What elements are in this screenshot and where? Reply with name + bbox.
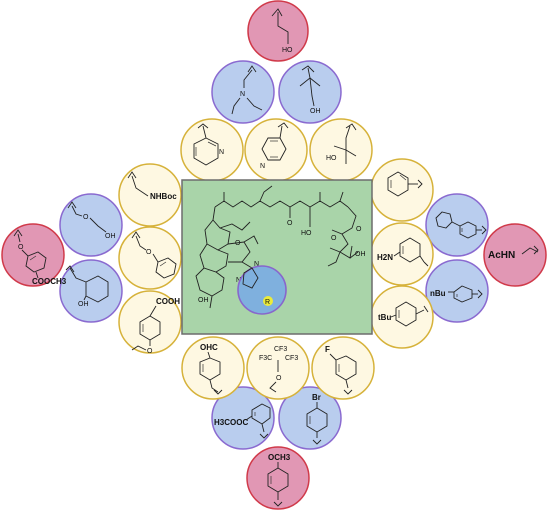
top-hydroxypropyl-label: HO [282,47,293,54]
sub-tert-butylphenyl: tBu [378,301,429,327]
sub-bromophenyl: Br [306,393,328,445]
acetamido-label: AcHN [488,250,515,261]
circle-top-hydroxypropyl [247,0,309,62]
sub-hydroxy-dimethyl: OH [299,65,321,115]
core-r-ring [237,265,287,315]
core-acid-oh: OH [355,251,366,258]
circle-pyridin-2-yl [180,118,244,182]
circle-diethylaminoethyl [211,60,275,124]
core-ring-o: O [331,235,337,242]
circle-hydroxyethoxy [59,193,123,257]
core-triazole-n3: N [236,277,241,284]
phenoxy-o: O [146,249,152,256]
circle-fluorophenyl [311,336,375,400]
methoxyphenyl-label: OCH3 [268,453,291,462]
bromophenyl-label: Br [312,393,321,402]
circle-methyl-ester-phenyl [211,386,275,450]
nhboc-label: NHBoc [150,192,177,201]
circle-formylbenzyl [181,336,245,400]
pyridin-3-yl-label: N [260,163,265,170]
blue-circle-group [59,60,489,450]
circle-carboxyphenoxy [118,290,182,354]
sub-perfluoro-tert-butoxy: F3C CF3 CF3 O [259,346,298,393]
circle-cyclohexanol [59,259,123,323]
carboxyphenoxy-o: O [147,348,153,355]
hydroxy-dimethyl-label: OH [310,108,321,115]
core-ho: HO [301,230,312,237]
aminophenyl-label: H2N [377,253,393,262]
circle-phenyl [370,158,434,222]
core-lower-oh: OH [198,297,209,304]
circle-hydroxy-dimethyl [278,60,342,124]
tert-butylphenyl-label: tBu [378,313,391,322]
core-structure: O O O HO OH O OH N N N [181,179,373,335]
core-lactone-o: O [356,226,362,233]
butylphenyl-label: nBu [430,289,446,298]
core-ketone-o: O [287,220,293,227]
circle-phenoxy [118,226,182,290]
perfluoro-cf3-a: CF3 [274,346,287,353]
core-triazole-n1: N [254,261,259,268]
sub-hydroxy-tert: HO [326,123,357,164]
sub-hydroxyethoxy: O OH [67,201,116,240]
circle-pyridin-3-yl [244,118,308,182]
methyl-ester-phenyl-label: H3COOC [214,418,248,427]
sub-top-hydroxypropyl: HO [271,8,293,54]
sub-biphenyl [435,211,487,239]
core-r-label: R [265,299,270,306]
hydroxyethoxy-o: O [83,214,89,221]
circle-methoxyphenyl [246,446,310,510]
hydroxyethoxy-label: OH [105,233,116,240]
sub-phenyl [387,171,423,197]
sub-methoxyphenyl: OCH3 [267,453,291,507]
core-r-dot [263,296,273,306]
sub-phenoxy: O [131,231,177,279]
cyclohexanol-label: OH [78,301,89,308]
perfluoro-o: O [276,375,282,382]
hydroxy-tert-label: HO [326,155,337,162]
circle-acetamido [483,223,547,287]
pyridin-2-yl-label: N [219,149,224,156]
sub-pyridin-2-yl: N [193,123,224,166]
circle-hydroxy-tert [309,118,373,182]
sub-diethylaminoethyl: N [231,65,263,115]
perfluoro-cf3-b: CF3 [285,355,298,362]
circle-methoxybenzoate [1,223,65,287]
perfluoro-f3c: F3C [259,355,272,362]
sub-fluorophenyl: F [325,345,357,395]
sub-methyl-ester-phenyl: H3COOC [214,403,271,439]
methoxybenzoate-o: O [18,244,24,251]
carboxyphenoxy-acid: COOH [156,297,180,306]
sub-cyclohexanol: OH [65,265,109,308]
sub-nhboc: NHBoc [127,171,177,201]
methoxybenzoate-ester: COOCH3 [32,277,67,286]
sub-aminophenyl: H2N [377,237,429,267]
core-spiro-o: O [235,240,241,247]
circle-butylphenyl [425,259,489,323]
sub-methoxybenzoate: O COOCH3 [13,229,67,286]
formylbenzyl-label: OHC [200,343,218,352]
sub-carboxyphenoxy: COOH O [131,297,180,355]
sub-pyridin-3-yl: N [260,122,289,170]
sub-formylbenzyl: OHC [199,343,223,395]
sub-butylphenyl: nBu [430,285,483,303]
circle-nhboc [118,163,182,227]
sub-acetamido: AcHN [488,245,539,261]
diethylaminoethyl-label: N [240,91,245,98]
fluorophenyl-label: F [325,345,330,354]
